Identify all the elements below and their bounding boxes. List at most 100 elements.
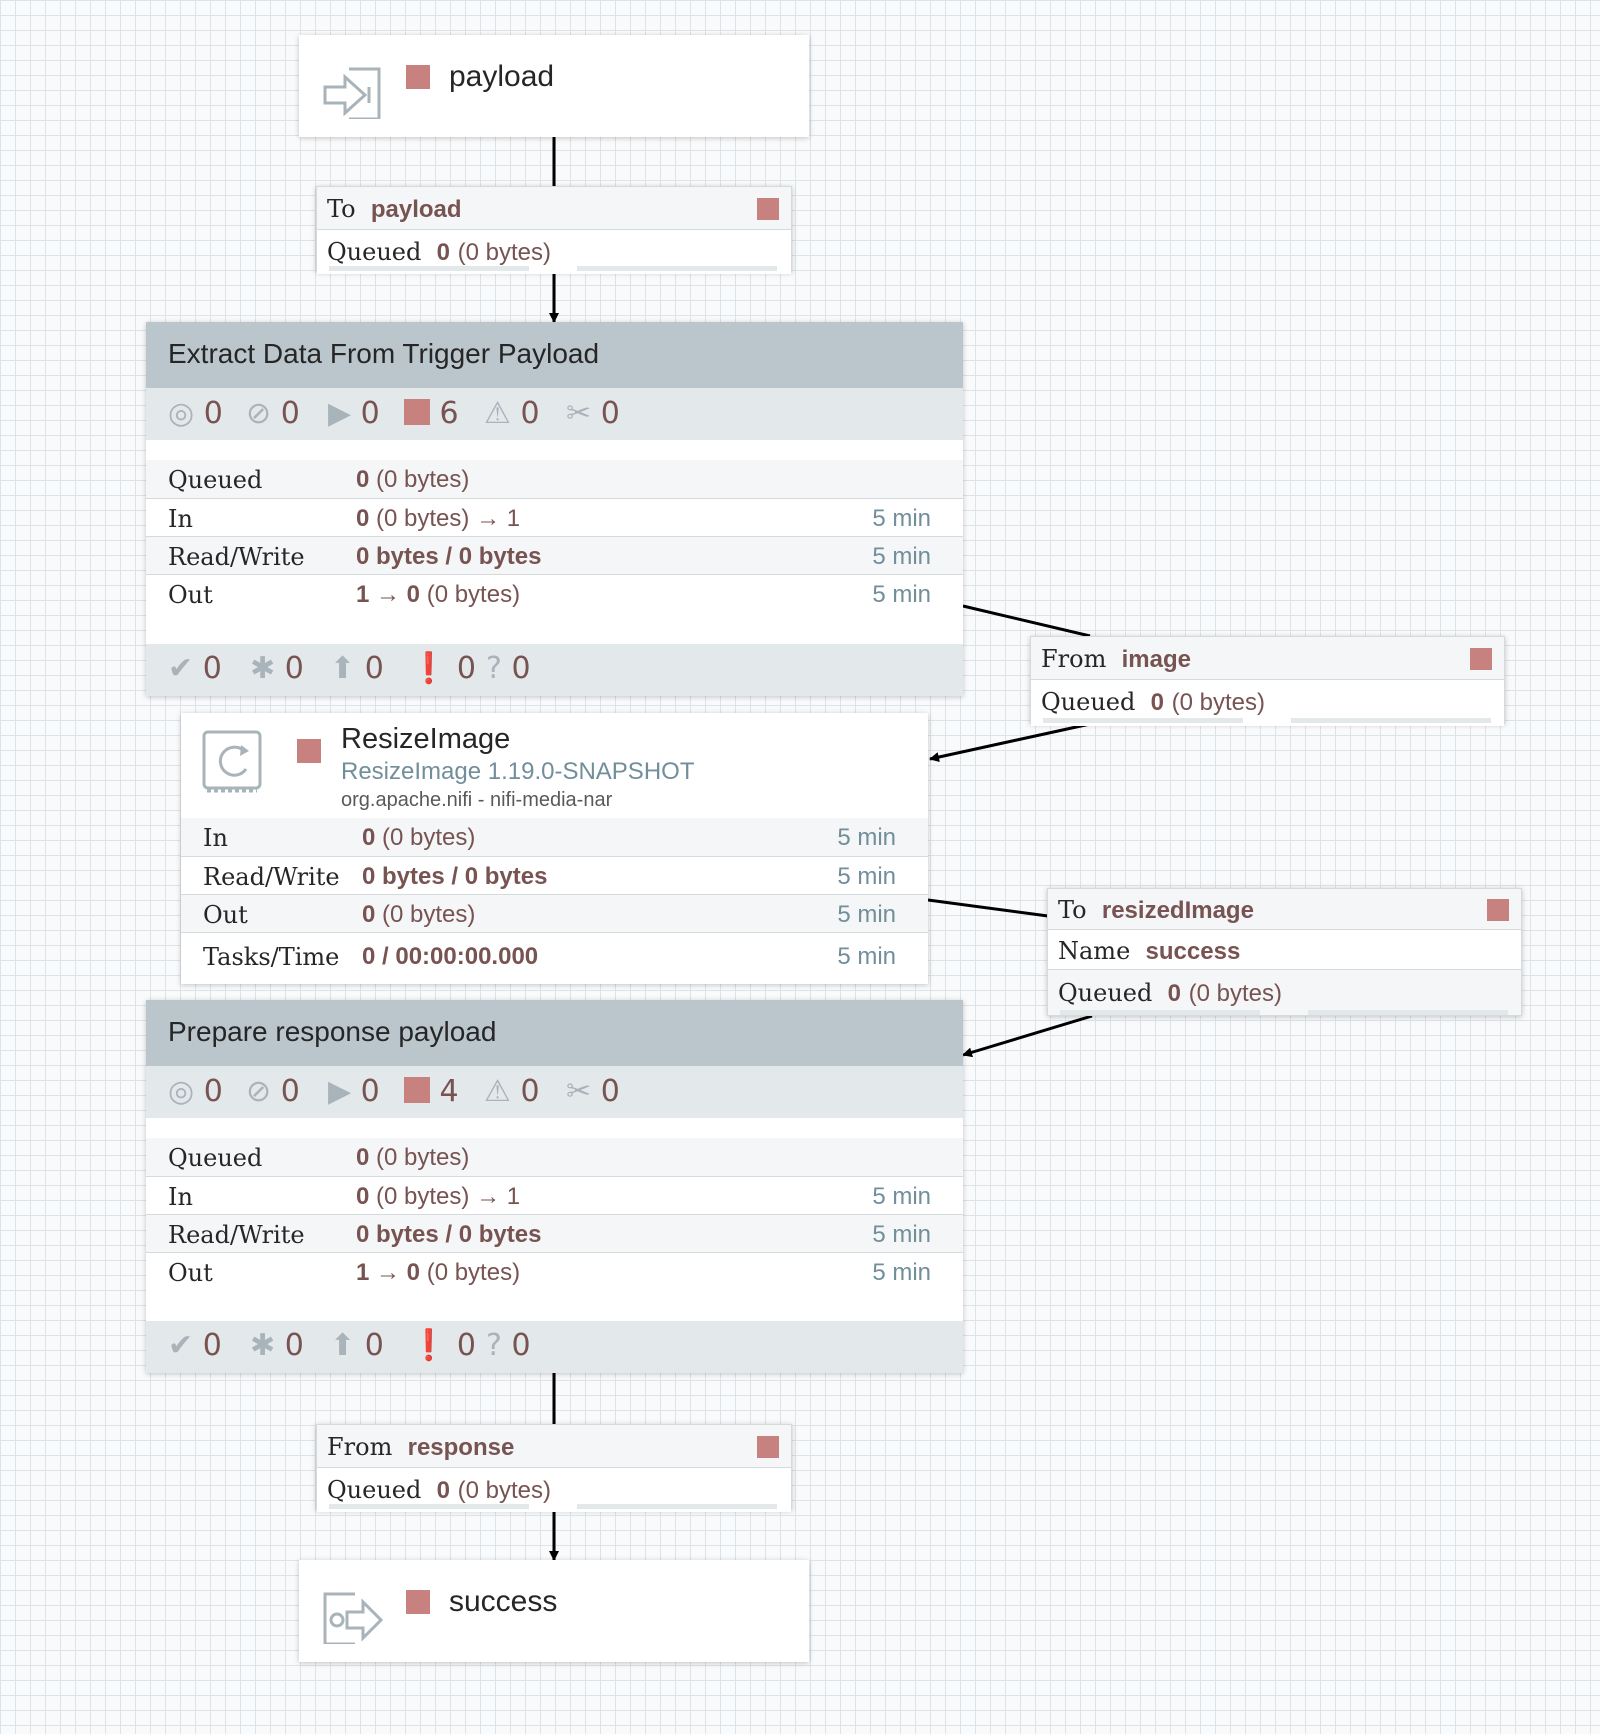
input-port-payload[interactable]: payload <box>299 35 809 137</box>
locally-modified-count: ✱ 0 <box>250 651 304 686</box>
queued-count: 0 <box>436 239 450 266</box>
alert-icon: ❗ <box>410 1328 448 1363</box>
spacer <box>146 1290 963 1321</box>
queued-text: Queued 0 (0 bytes) <box>327 1476 551 1505</box>
process-group-prepare[interactable]: Prepare response payload ◎ 0 ⊘ 0 ▶ 0 4 ⚠… <box>146 1000 963 1373</box>
stopped-icon <box>404 399 430 425</box>
stat-value-bold: 1 → 0 <box>356 581 421 608</box>
stats-row-in: In 0 (0 bytes) → 1 5 min <box>146 498 963 537</box>
queue-bar <box>577 1504 777 1509</box>
queue-bar <box>577 266 777 271</box>
stat-value: 0 (0 bytes) <box>356 1144 469 1172</box>
asterisk-icon: ✱ <box>250 1328 276 1363</box>
disabled-count: ✂ 0 <box>566 396 620 431</box>
stopped-icon <box>406 1590 430 1614</box>
stat-value-bold: 0 <box>356 1144 370 1171</box>
spacer <box>146 1118 963 1138</box>
stat-time: 5 min <box>872 543 931 570</box>
connection-name: payload <box>370 196 462 223</box>
connection-label-from-response[interactable]: From response Queued 0 (0 bytes) <box>316 1424 792 1512</box>
process-group-version-bar: ✔ 0 ✱ 0 ⬆ 0 ❗ 0 ? 0 <box>146 1321 963 1373</box>
stat-value-bold: 0 <box>362 824 376 851</box>
edge-resized-label-to-prepare <box>962 1014 1093 1058</box>
transmitting-icon: ◎ <box>168 396 195 431</box>
process-group-header: Prepare response payload <box>146 1000 963 1066</box>
process-group-title: Extract Data From Trigger Payload <box>168 338 600 369</box>
unknown-count: ? 0 <box>486 651 531 686</box>
connection-label-from-image[interactable]: From image Queued 0 (0 bytes) <box>1030 636 1505 726</box>
stat-value-normal: (0 bytes) <box>382 824 476 851</box>
relationship-row: Name success <box>1048 929 1521 970</box>
stat-value-normal: (0 bytes) → 1 <box>376 505 521 532</box>
queued-size: (0 bytes) <box>457 239 551 266</box>
upgrade-icon: ⬆ <box>330 651 356 686</box>
stat-label: Queued <box>168 466 263 494</box>
invalid-count: ⚠ 0 <box>484 396 540 431</box>
stat-value: 1 → 0 (0 bytes) <box>356 581 520 609</box>
stopped-icon <box>297 739 321 763</box>
stopped-icon <box>757 1436 779 1458</box>
source-text: From response <box>327 1433 514 1462</box>
stat-value-bold: 0 / 00:00:00.000 <box>362 943 539 970</box>
process-group-status-bar: ◎ 0 ⊘ 0 ▶ 0 4 ⚠ 0 ✂ 0 <box>146 1066 963 1118</box>
stat-time: 5 min <box>837 901 896 928</box>
check-icon: ✔ <box>168 651 194 686</box>
stat-value-bold: 0 bytes / 0 bytes <box>356 1221 542 1248</box>
connection-name: response <box>407 1434 515 1461</box>
queued-text: Queued 0 (0 bytes) <box>1058 979 1282 1008</box>
stat-time: 5 min <box>837 943 896 970</box>
stat-value-normal: (0 bytes) → 1 <box>376 1183 521 1210</box>
queue-bar <box>329 1504 529 1509</box>
locally-modified-count: ✱ 0 <box>250 1328 304 1363</box>
transmitting-icon: ◎ <box>168 1074 195 1109</box>
stat-label: Read/Write <box>168 1221 305 1249</box>
asterisk-icon: ✱ <box>250 651 276 686</box>
stat-value: 0 (0 bytes) <box>362 901 475 929</box>
connection-prefix: To <box>327 195 356 223</box>
queued-text: Queued 0 (0 bytes) <box>1041 688 1265 717</box>
queue-bar <box>329 266 529 271</box>
warning-icon: ⚠ <box>484 396 511 431</box>
relationship-text: Name success <box>1058 937 1240 966</box>
stat-value: 0 (0 bytes) → 1 <box>356 505 520 533</box>
queued-label: Queued <box>327 1476 422 1504</box>
stat-label: Read/Write <box>168 543 305 571</box>
destination-text: To resizedImage <box>1058 896 1254 925</box>
disabled-count: ✂ 0 <box>566 1074 620 1109</box>
connection-label-to-payload[interactable]: To payload Queued 0 (0 bytes) <box>316 186 792 274</box>
stopped-count: 4 <box>404 1074 459 1109</box>
sync-failure-count: ❗ 0 <box>410 651 476 686</box>
running-icon: ▶ <box>328 396 352 431</box>
unknown-count: ? 0 <box>486 1328 531 1363</box>
processor-resize-image[interactable]: ResizeImage ResizeImage 1.19.0-SNAPSHOT … <box>181 713 928 984</box>
stopped-icon <box>406 65 430 89</box>
stale-count: ⬆ 0 <box>330 1328 384 1363</box>
stat-value-bold: 0 bytes / 0 bytes <box>356 543 542 570</box>
edge-extract-to-image-label <box>962 604 1091 638</box>
not-transmitting-count: ⊘ 0 <box>246 396 300 431</box>
connection-source-row: From image <box>1031 637 1504 679</box>
connection-destination-row: To resizedImage <box>1048 889 1521 929</box>
process-group-extract[interactable]: Extract Data From Trigger Payload ◎ 0 ⊘ … <box>146 322 963 696</box>
stat-time: 5 min <box>872 1183 931 1210</box>
output-port-success[interactable]: success <box>299 1560 809 1662</box>
stat-time: 5 min <box>872 581 931 608</box>
processor-version: ResizeImage 1.19.0-SNAPSHOT <box>341 758 695 785</box>
connection-prefix: From <box>1041 645 1107 673</box>
connection-label-to-resized-image[interactable]: To resizedImage Name success Queued 0 (0… <box>1047 888 1522 1016</box>
queued-count: 0 <box>1150 689 1164 716</box>
stat-label: Queued <box>168 1144 263 1172</box>
stats-row-out: Out 1 → 0 (0 bytes) 5 min <box>146 574 963 613</box>
queued-size: (0 bytes) <box>457 1477 551 1504</box>
question-icon: ? <box>486 651 502 686</box>
running-icon: ▶ <box>328 1074 352 1109</box>
process-group-version-bar: ✔ 0 ✱ 0 ⬆ 0 ❗ 0 ? 0 <box>146 644 963 696</box>
upgrade-icon: ⬆ <box>330 1328 356 1363</box>
invalid-count: ⚠ 0 <box>484 1074 540 1109</box>
stat-value: 1 → 0 (0 bytes) <box>356 1259 520 1287</box>
port-name: payload <box>449 60 555 93</box>
queued-count: 0 <box>1167 980 1181 1007</box>
stat-value: 0 bytes / 0 bytes <box>362 863 547 891</box>
stats-row-in: In 0 (0 bytes) → 1 5 min <box>146 1176 963 1215</box>
